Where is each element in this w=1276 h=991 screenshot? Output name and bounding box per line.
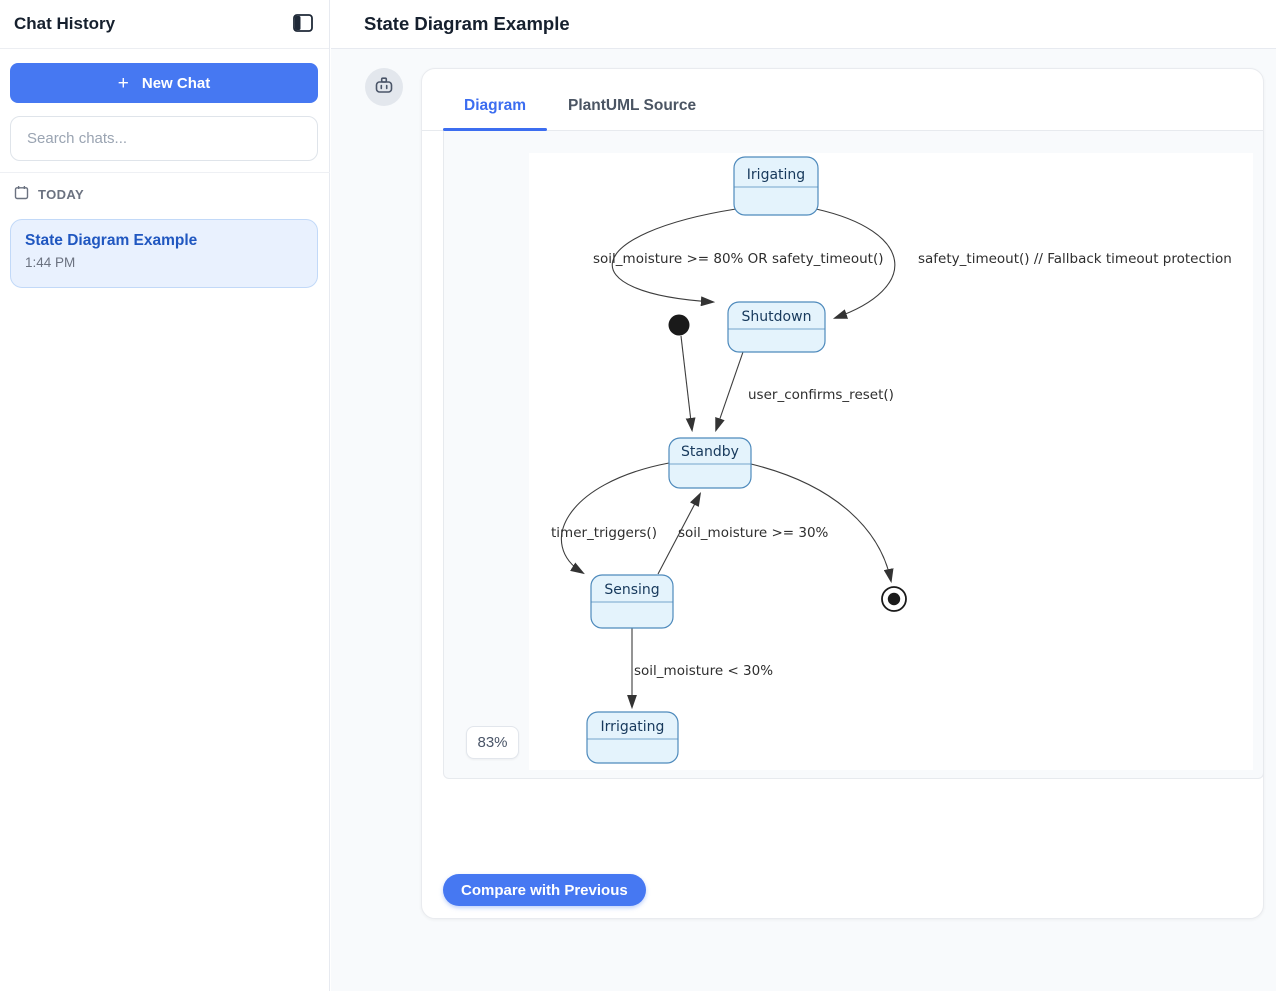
panel-toggle-icon	[293, 13, 313, 35]
bot-avatar	[365, 68, 403, 106]
diagram-viewport[interactable]: Irigating Shutdown Standby	[443, 131, 1264, 779]
plantuml-diagram: Irigating Shutdown Standby	[529, 153, 1253, 770]
new-chat-button[interactable]: + New Chat	[10, 63, 318, 103]
svg-text:Irrigating: Irrigating	[601, 719, 665, 735]
svg-text:Sensing: Sensing	[604, 582, 659, 598]
sidebar-divider	[0, 172, 330, 173]
svg-text:Shutdown: Shutdown	[742, 309, 812, 325]
message-card: Diagram PlantUML Source	[421, 68, 1264, 919]
svg-text:soil_moisture < 30%: soil_moisture < 30%	[634, 663, 773, 679]
chat-group-label: TODAY	[38, 186, 85, 202]
initial-state-dot	[668, 314, 690, 336]
state-standby: Standby	[668, 437, 752, 489]
tab-plantuml-source[interactable]: PlantUML Source	[547, 97, 717, 130]
tab-diagram[interactable]: Diagram	[443, 97, 548, 131]
page-title: State Diagram Example	[364, 13, 570, 34]
svg-text:soil_moisture >= 80% OR safety: soil_moisture >= 80% OR safety_timeout()	[593, 251, 884, 267]
svg-text:user_confirms_reset(): user_confirms_reset()	[748, 387, 894, 403]
chat-item-time: 1:44 PM	[25, 255, 76, 270]
tab-bar: Diagram PlantUML Source	[422, 69, 1263, 131]
sidebar-toggle-button[interactable]	[293, 13, 313, 35]
new-chat-label: New Chat	[141, 74, 211, 92]
svg-text:safety_timeout() // Fallback t: safety_timeout() // Fallback timeout pro…	[918, 251, 1232, 267]
robot-icon	[373, 74, 395, 101]
sidebar-title: Chat History	[14, 14, 116, 33]
final-state	[881, 586, 907, 612]
svg-text:timer_triggers(): timer_triggers()	[551, 525, 657, 541]
sidebar-header: Chat History	[0, 0, 329, 49]
calendar-icon	[14, 185, 29, 203]
main-area: State Diagram Example Diagram PlantUML S…	[331, 0, 1276, 991]
chat-group-header: TODAY	[14, 185, 84, 203]
search-chats-input[interactable]	[10, 116, 318, 161]
main-header: State Diagram Example	[331, 0, 1276, 49]
chat-item-title: State Diagram Example	[25, 232, 198, 249]
transition-edges	[560, 208, 896, 710]
state-shutdown: Shutdown	[727, 301, 826, 353]
chat-list-item[interactable]: State Diagram Example 1:44 PM	[10, 219, 318, 288]
plus-icon: +	[117, 72, 129, 94]
state-irrigating-bottom: Irrigating	[586, 711, 679, 764]
compare-with-previous-button[interactable]: Compare with Previous	[443, 874, 646, 906]
svg-text:soil_moisture >= 30%: soil_moisture >= 30%	[678, 525, 829, 541]
state-irigating-top: Irigating	[733, 156, 819, 216]
zoom-level-badge: 83%	[466, 726, 519, 759]
svg-text:Standby: Standby	[681, 444, 739, 460]
chat-history-sidebar: Chat History + New Chat	[0, 0, 330, 991]
state-sensing: Sensing	[590, 574, 674, 629]
transition-labels: soil_moisture >= 80% OR safety_timeout()…	[551, 251, 1232, 679]
svg-text:Irigating: Irigating	[747, 167, 805, 183]
